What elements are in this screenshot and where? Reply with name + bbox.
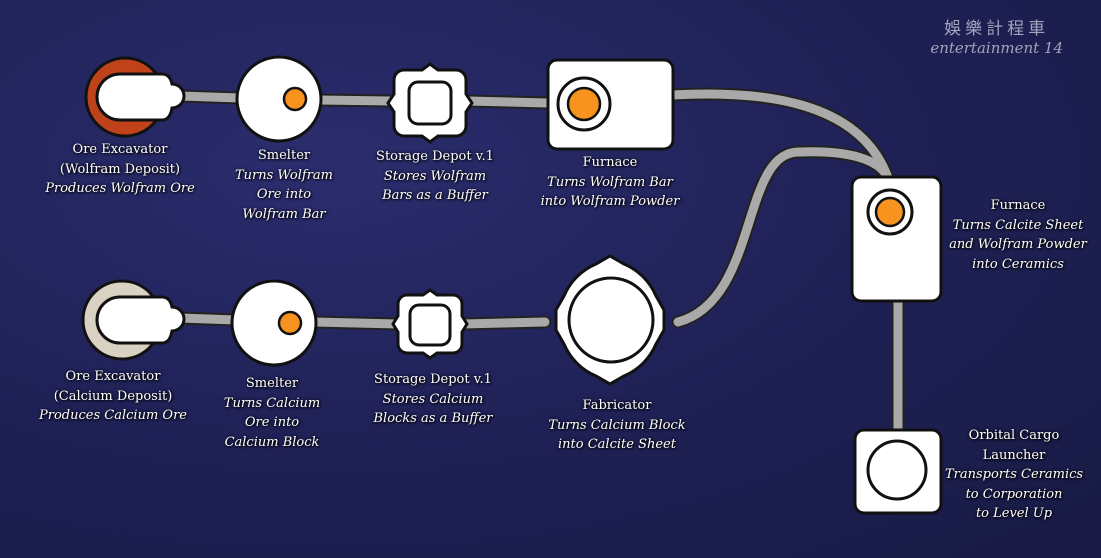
label-orbital-cargo-launcher: Orbital Cargo Launcher Transports Cerami… <box>945 426 1083 524</box>
node-description: into Ceramics <box>972 256 1064 272</box>
node-description: Stores Wolfram <box>383 168 487 184</box>
node-description: Turns Calcium Block <box>548 417 686 433</box>
node-description: Produces Wolfram Ore <box>45 181 195 196</box>
node-description: Transports Ceramics <box>944 467 1084 482</box>
pipe-depot-furnace-wolfram <box>463 96 553 108</box>
label-furnace-ceramics: Furnace Turns Calcite Sheet and Wolfram … <box>949 196 1087 274</box>
node-description: Wolfram Bar <box>242 206 326 222</box>
node-name: Storage Depot v.1 <box>376 149 494 164</box>
furnace-wolfram-node[interactable] <box>546 58 675 151</box>
node-description: and Wolfram Powder <box>949 237 1087 252</box>
pipe-excavator-smelter-calcium <box>175 313 241 325</box>
ore-excavator-calcium-node[interactable] <box>81 279 186 361</box>
orange-core-icon <box>282 86 308 112</box>
fabricator-node[interactable] <box>554 254 666 386</box>
watermark-chinese: 娛樂計程車 <box>944 19 1050 39</box>
storage-depot-wolfram-node[interactable] <box>386 62 474 144</box>
node-description: Ore into <box>244 415 300 430</box>
node-description: Turns Wolfram <box>234 167 334 183</box>
node-name: Storage Depot v.1 <box>374 372 492 387</box>
node-description: Turns Wolfram Bar <box>547 174 673 190</box>
orange-core-icon <box>277 310 303 336</box>
pipe-furnace-furnace <box>667 89 893 183</box>
node-name: Smelter <box>245 376 299 391</box>
node-description: Produces Calcium Ore <box>39 408 187 423</box>
pipe-depot-fabricator <box>457 317 550 329</box>
node-name: Launcher <box>982 447 1046 463</box>
node-description: into Wolfram Powder <box>540 194 680 209</box>
label-ore-excavator-wolfram: Ore Excavator (Wolfram Deposit) Produces… <box>45 140 195 199</box>
furnace-ceramics-node[interactable] <box>850 175 943 303</box>
smelter-calcium-node[interactable] <box>230 279 318 367</box>
pipe-fabricator-furnace <box>673 147 893 327</box>
node-description: into Calcite Sheet <box>558 437 676 452</box>
node-description: Turns Calcite Sheet <box>952 217 1084 233</box>
node-description: Blocks as a Buffer <box>373 411 493 426</box>
label-storage-depot-wolfram: Storage Depot v.1 Stores Wolfram Bars as… <box>376 147 494 206</box>
node-name: Furnace <box>990 198 1046 213</box>
label-smelter-calcium: Smelter Turns Calcium Ore into Calcium B… <box>224 374 320 452</box>
label-storage-depot-calcium: Storage Depot v.1 Stores Calcium Blocks … <box>374 370 493 429</box>
node-description: Calcium Block <box>224 434 320 450</box>
ore-excavator-wolfram-node[interactable] <box>84 56 186 138</box>
node-description: to Level Up <box>975 506 1053 521</box>
node-description: Bars as a Buffer <box>382 188 488 203</box>
node-description: to Corporation <box>965 486 1063 502</box>
smelter-wolfram-node[interactable] <box>235 55 323 143</box>
node-description: Stores Calcium <box>382 391 484 407</box>
node-description: Turns Calcium <box>223 395 321 411</box>
node-name: Furnace <box>582 155 638 170</box>
watermark: 娛樂計程車 entertainment 14 <box>930 14 1063 57</box>
pipe-excavator-smelter-wolfram <box>175 91 245 103</box>
node-name: (Calcium Deposit) <box>53 388 173 404</box>
node-name: Fabricator <box>582 398 652 413</box>
orbital-cargo-launcher-node[interactable] <box>853 428 943 515</box>
label-ore-excavator-calcium: Ore Excavator (Calcium Deposit) Produces… <box>39 367 187 426</box>
node-name: Ore Excavator <box>72 142 168 157</box>
node-name: (Wolfram Deposit) <box>59 161 181 177</box>
label-furnace-wolfram: Furnace Turns Wolfram Bar into Wolfram P… <box>541 153 680 212</box>
orange-core-icon <box>566 86 602 122</box>
node-name: Smelter <box>257 148 311 163</box>
node-name: Ore Excavator <box>65 369 161 384</box>
label-smelter-wolfram: Smelter Turns Wolfram Ore into Wolfram B… <box>235 146 333 224</box>
pipe-smelter-depot-wolfram <box>313 95 397 106</box>
label-fabricator: Fabricator Turns Calcium Block into Calc… <box>548 396 685 455</box>
pipes <box>173 87 905 439</box>
orange-core-icon <box>874 196 906 228</box>
node-description: Ore into <box>256 187 312 202</box>
pipe-smelter-depot-calcium <box>309 317 403 329</box>
storage-depot-calcium-node[interactable] <box>391 288 469 360</box>
node-name: Orbital Cargo <box>968 428 1060 443</box>
watermark-english: entertainment 14 <box>930 39 1063 57</box>
